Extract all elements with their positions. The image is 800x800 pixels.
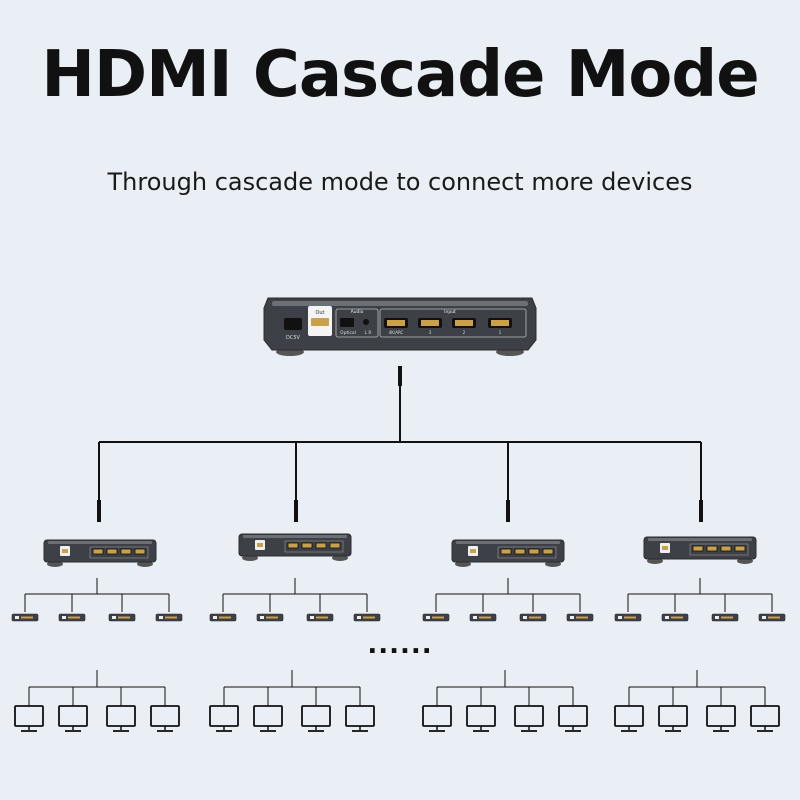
port-label-3: 3 bbox=[429, 330, 432, 335]
continuation-ellipsis: ...... bbox=[367, 630, 433, 660]
header-label-out: Out bbox=[315, 310, 324, 316]
secondary-switch bbox=[451, 539, 565, 567]
secondary-switch bbox=[43, 539, 157, 567]
monitor-icon bbox=[106, 705, 136, 732]
mini-switch bbox=[353, 613, 381, 622]
monitor-icon bbox=[422, 705, 452, 732]
monitor-icon bbox=[14, 705, 44, 732]
monitor-icon bbox=[345, 705, 375, 732]
monitor-icon bbox=[658, 705, 688, 732]
monitor-group bbox=[422, 670, 588, 732]
mini-switch bbox=[661, 613, 689, 622]
tertiary-group bbox=[614, 578, 786, 622]
mini-switch bbox=[711, 613, 739, 622]
mini-switch bbox=[11, 613, 39, 622]
port-label-1: 1 bbox=[499, 330, 502, 335]
mini-switch bbox=[422, 613, 450, 622]
monitor-group bbox=[209, 670, 375, 732]
mini-switch bbox=[469, 613, 497, 622]
mini-switch bbox=[256, 613, 284, 622]
mini-switch bbox=[108, 613, 136, 622]
port-label-2: 2 bbox=[463, 330, 466, 335]
monitor-icon bbox=[706, 705, 736, 732]
mini-switch bbox=[58, 613, 86, 622]
mini-switch bbox=[614, 613, 642, 622]
port-label-dc5v: DC5V bbox=[286, 335, 301, 341]
secondary-switches bbox=[43, 533, 757, 567]
secondary-switch bbox=[643, 536, 757, 564]
main-connector-tree bbox=[97, 366, 703, 522]
port-label-lr: L R bbox=[364, 330, 371, 336]
monitor-icon bbox=[58, 705, 88, 732]
monitor-icon bbox=[253, 705, 283, 732]
tertiary-group bbox=[209, 578, 381, 622]
main-hdmi-switch: DC5V Out Audio Optical L R Input 4K/ARC … bbox=[263, 297, 537, 356]
monitor-icon bbox=[614, 705, 644, 732]
monitor-groups bbox=[14, 670, 780, 732]
monitor-icon bbox=[466, 705, 496, 732]
monitor-icon bbox=[514, 705, 544, 732]
mini-switch bbox=[155, 613, 183, 622]
monitor-icon bbox=[209, 705, 239, 732]
port-label-optical: Optical bbox=[340, 330, 356, 336]
port-label-4k-arc: 4K/ARC bbox=[389, 330, 404, 335]
secondary-switch bbox=[238, 533, 352, 561]
header-label-input: Input bbox=[444, 309, 456, 315]
monitor-group bbox=[14, 670, 180, 732]
tertiary-group bbox=[422, 578, 594, 622]
monitor-icon bbox=[301, 705, 331, 732]
tertiary-group bbox=[11, 578, 183, 622]
mini-switch bbox=[519, 613, 547, 622]
header-label-audio: Audio bbox=[351, 309, 364, 315]
mini-switch bbox=[758, 613, 786, 622]
mini-switch bbox=[566, 613, 594, 622]
page-subtitle: Through cascade mode to connect more dev… bbox=[107, 168, 693, 196]
monitor-icon bbox=[750, 705, 780, 732]
mini-switch bbox=[306, 613, 334, 622]
monitor-icon bbox=[150, 705, 180, 732]
monitor-icon bbox=[558, 705, 588, 732]
monitor-group bbox=[614, 670, 780, 732]
tertiary-switches bbox=[11, 578, 786, 622]
mini-switch bbox=[209, 613, 237, 622]
page-title: HDMI Cascade Mode bbox=[41, 38, 759, 112]
